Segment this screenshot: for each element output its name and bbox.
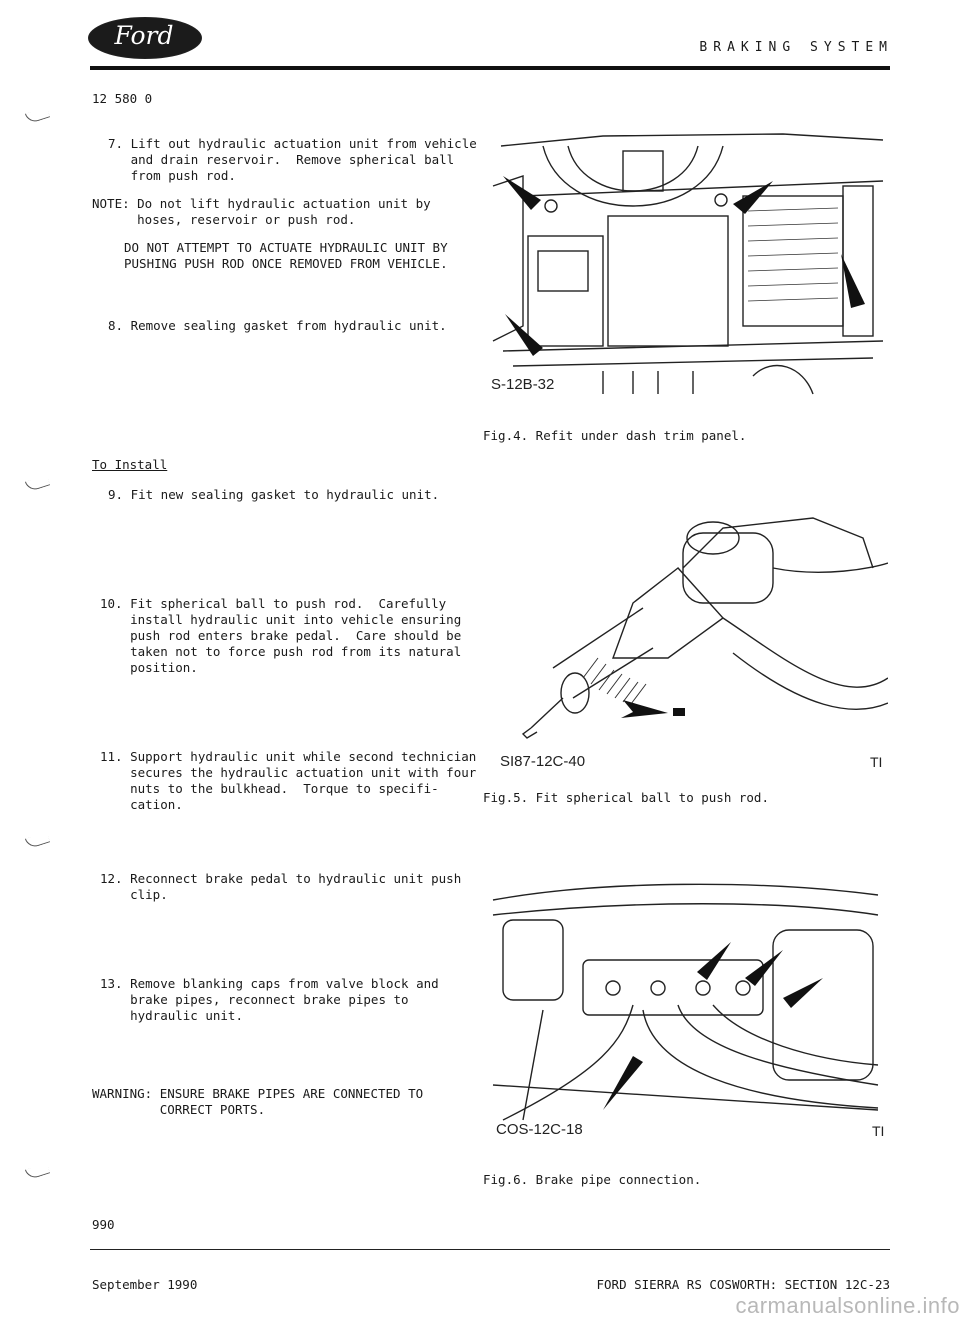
figure-4-code: S-12B-32: [491, 376, 555, 393]
brake-pipe-drawing: [492, 883, 879, 1121]
step-9: 9. Fit new sealing gasket to hydraulic u…: [108, 487, 440, 502]
watermark: carmanualsonline.info: [735, 1293, 960, 1318]
ford-logo: Ford: [88, 17, 202, 59]
figure-4-caption: Fig.4. Refit under dash trim panel.: [483, 428, 747, 443]
step-8: 8. Remove sealing gasket from hydraulic …: [108, 318, 447, 333]
figure-4-illustration: S-12B-32: [483, 126, 888, 396]
warning-text: WARNING: ENSURE BRAKE PIPES ARE CONNECTE…: [92, 1086, 424, 1117]
note-warning-text: DO NOT ATTEMPT TO ACTUATE HYDRAULIC UNIT…: [124, 240, 448, 271]
figure-5-caption: Fig.5. Fit spherical ball to push rod.: [483, 790, 769, 805]
figure-6-caption: Fig.6. Brake pipe connection.: [483, 1172, 702, 1187]
figure-6-ti: TI: [872, 1123, 885, 1139]
install-heading: To Install: [92, 457, 168, 472]
step-10: 10. Fit spherical ball to push rod. Care…: [100, 596, 462, 675]
step-13: 13. Remove blanking caps from valve bloc…: [100, 976, 439, 1023]
document-number: 12 580 0: [92, 91, 153, 106]
figure-5-code: SI87-12C-40: [500, 753, 586, 770]
footer-rule: [90, 1249, 890, 1250]
figure-5-illustration: [483, 508, 888, 748]
step-7: 7. Lift out hydraulic actuation unit fro…: [108, 136, 477, 183]
figure-5-ti: TI: [870, 754, 883, 770]
push-rod-drawing: [521, 517, 888, 739]
margin-mark: [24, 1162, 51, 1181]
margin-mark: [24, 474, 51, 493]
figure-6-illustration: [483, 870, 888, 1140]
header-rule: [90, 66, 890, 70]
section-title: BRAKING SYSTEM: [699, 40, 893, 55]
footer-date: September 1990: [92, 1277, 198, 1292]
step-11: 11. Support hydraulic unit while second …: [100, 749, 477, 812]
step-12: 12. Reconnect brake pedal to hydraulic u…: [100, 871, 462, 902]
figure-6-code: COS-12C-18: [496, 1121, 583, 1138]
ford-logo-text: Ford: [114, 21, 174, 50]
note-text: NOTE: Do not lift hydraulic actuation un…: [92, 196, 431, 227]
footer-section-label: FORD SIERRA RS COSWORTH: SECTION 12C-23: [596, 1277, 891, 1292]
margin-mark: [24, 106, 51, 125]
margin-mark: [24, 831, 51, 850]
page-number: 990: [92, 1217, 115, 1232]
under-dash-drawing: [492, 133, 884, 395]
